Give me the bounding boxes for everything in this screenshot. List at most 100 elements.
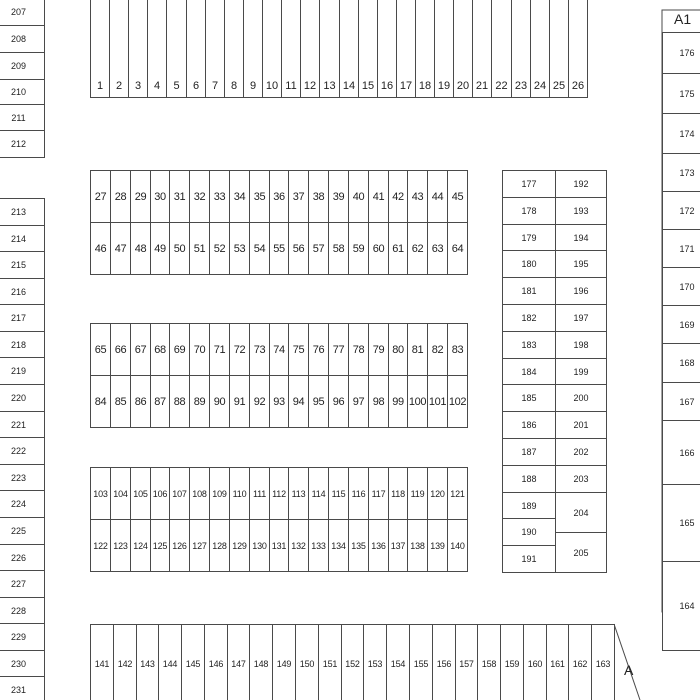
plot-88[interactable]: 88	[169, 375, 190, 428]
plot-204[interactable]: 204	[555, 492, 607, 533]
plot-218[interactable]: 218	[0, 331, 45, 358]
plot-146[interactable]: 146	[204, 624, 228, 700]
plot-19[interactable]: 19	[434, 0, 454, 98]
plot-153[interactable]: 153	[363, 624, 387, 700]
plot-48[interactable]: 48	[130, 222, 151, 275]
plot-26[interactable]: 26	[568, 0, 588, 98]
plot-125[interactable]: 125	[150, 519, 170, 572]
plot-27[interactable]: 27	[90, 170, 111, 223]
plot-229[interactable]: 229	[0, 623, 45, 651]
plot-37[interactable]: 37	[288, 170, 309, 223]
plot-226[interactable]: 226	[0, 544, 45, 571]
plot-174[interactable]: 174	[662, 113, 700, 154]
plot-117[interactable]: 117	[368, 467, 389, 520]
plot-55[interactable]: 55	[269, 222, 289, 275]
plot-215[interactable]: 215	[0, 251, 45, 279]
plot-56[interactable]: 56	[288, 222, 309, 275]
plot-112[interactable]: 112	[269, 467, 289, 520]
plot-98[interactable]: 98	[368, 375, 389, 428]
plot-124[interactable]: 124	[130, 519, 151, 572]
plot-152[interactable]: 152	[341, 624, 364, 700]
plot-159[interactable]: 159	[500, 624, 524, 700]
plot-140[interactable]: 140	[447, 519, 468, 572]
plot-33[interactable]: 33	[209, 170, 230, 223]
plot-68[interactable]: 68	[150, 323, 170, 376]
plot-5[interactable]: 5	[166, 0, 187, 98]
plot-10[interactable]: 10	[262, 0, 282, 98]
plot-94[interactable]: 94	[288, 375, 309, 428]
plot-202[interactable]: 202	[555, 438, 607, 466]
plot-14[interactable]: 14	[339, 0, 359, 98]
plot-44[interactable]: 44	[427, 170, 448, 223]
plot-30[interactable]: 30	[150, 170, 170, 223]
plot-42[interactable]: 42	[388, 170, 408, 223]
plot-165[interactable]: 165	[662, 484, 700, 562]
plot-63[interactable]: 63	[427, 222, 448, 275]
plot-179[interactable]: 179	[502, 224, 556, 251]
plot-111[interactable]: 111	[249, 467, 270, 520]
plot-188[interactable]: 188	[502, 465, 556, 493]
plot-164[interactable]: 164	[662, 561, 700, 651]
plot-205[interactable]: 205	[555, 532, 607, 573]
plot-121[interactable]: 121	[447, 467, 468, 520]
plot-128[interactable]: 128	[209, 519, 230, 572]
plot-213[interactable]: 213	[0, 198, 45, 226]
plot-230[interactable]: 230	[0, 650, 45, 677]
plot-155[interactable]: 155	[409, 624, 433, 700]
plot-185[interactable]: 185	[502, 384, 556, 412]
plot-78[interactable]: 78	[348, 323, 369, 376]
plot-16[interactable]: 16	[377, 0, 397, 98]
plot-156[interactable]: 156	[432, 624, 456, 700]
plot-47[interactable]: 47	[110, 222, 131, 275]
plot-110[interactable]: 110	[229, 467, 250, 520]
plot-91[interactable]: 91	[229, 375, 250, 428]
plot-217[interactable]: 217	[0, 304, 45, 332]
plot-64[interactable]: 64	[447, 222, 468, 275]
plot-65[interactable]: 65	[90, 323, 111, 376]
plot-80[interactable]: 80	[388, 323, 408, 376]
plot-163[interactable]: 163	[591, 624, 615, 700]
plot-197[interactable]: 197	[555, 304, 607, 332]
plot-216[interactable]: 216	[0, 278, 45, 305]
plot-20[interactable]: 20	[453, 0, 473, 98]
plot-95[interactable]: 95	[308, 375, 329, 428]
plot-147[interactable]: 147	[227, 624, 250, 700]
plot-39[interactable]: 39	[328, 170, 349, 223]
plot-181[interactable]: 181	[502, 277, 556, 305]
plot-167[interactable]: 167	[662, 382, 700, 421]
plot-51[interactable]: 51	[189, 222, 210, 275]
plot-187[interactable]: 187	[502, 438, 556, 466]
plot-54[interactable]: 54	[249, 222, 270, 275]
plot-228[interactable]: 228	[0, 597, 45, 624]
plot-132[interactable]: 132	[288, 519, 309, 572]
plot-136[interactable]: 136	[368, 519, 389, 572]
plot-83[interactable]: 83	[447, 323, 468, 376]
plot-157[interactable]: 157	[455, 624, 478, 700]
plot-24[interactable]: 24	[530, 0, 550, 98]
plot-135[interactable]: 135	[348, 519, 369, 572]
plot-149[interactable]: 149	[272, 624, 296, 700]
plot-67[interactable]: 67	[130, 323, 151, 376]
plot-225[interactable]: 225	[0, 517, 45, 545]
plot-199[interactable]: 199	[555, 358, 607, 385]
plot-4[interactable]: 4	[147, 0, 167, 98]
plot-223[interactable]: 223	[0, 464, 45, 491]
plot-116[interactable]: 116	[348, 467, 369, 520]
plot-85[interactable]: 85	[110, 375, 131, 428]
plot-119[interactable]: 119	[407, 467, 428, 520]
plot-182[interactable]: 182	[502, 304, 556, 332]
plot-35[interactable]: 35	[249, 170, 270, 223]
plot-50[interactable]: 50	[169, 222, 190, 275]
plot-224[interactable]: 224	[0, 490, 45, 518]
plot-41[interactable]: 41	[368, 170, 389, 223]
plot-86[interactable]: 86	[130, 375, 151, 428]
plot-180[interactable]: 180	[502, 250, 556, 278]
plot-18[interactable]: 18	[415, 0, 435, 98]
plot-194[interactable]: 194	[555, 224, 607, 251]
plot-28[interactable]: 28	[110, 170, 131, 223]
plot-75[interactable]: 75	[288, 323, 309, 376]
plot-114[interactable]: 114	[308, 467, 329, 520]
plot-84[interactable]: 84	[90, 375, 111, 428]
plot-208[interactable]: 208	[0, 25, 45, 53]
plot-71[interactable]: 71	[209, 323, 230, 376]
